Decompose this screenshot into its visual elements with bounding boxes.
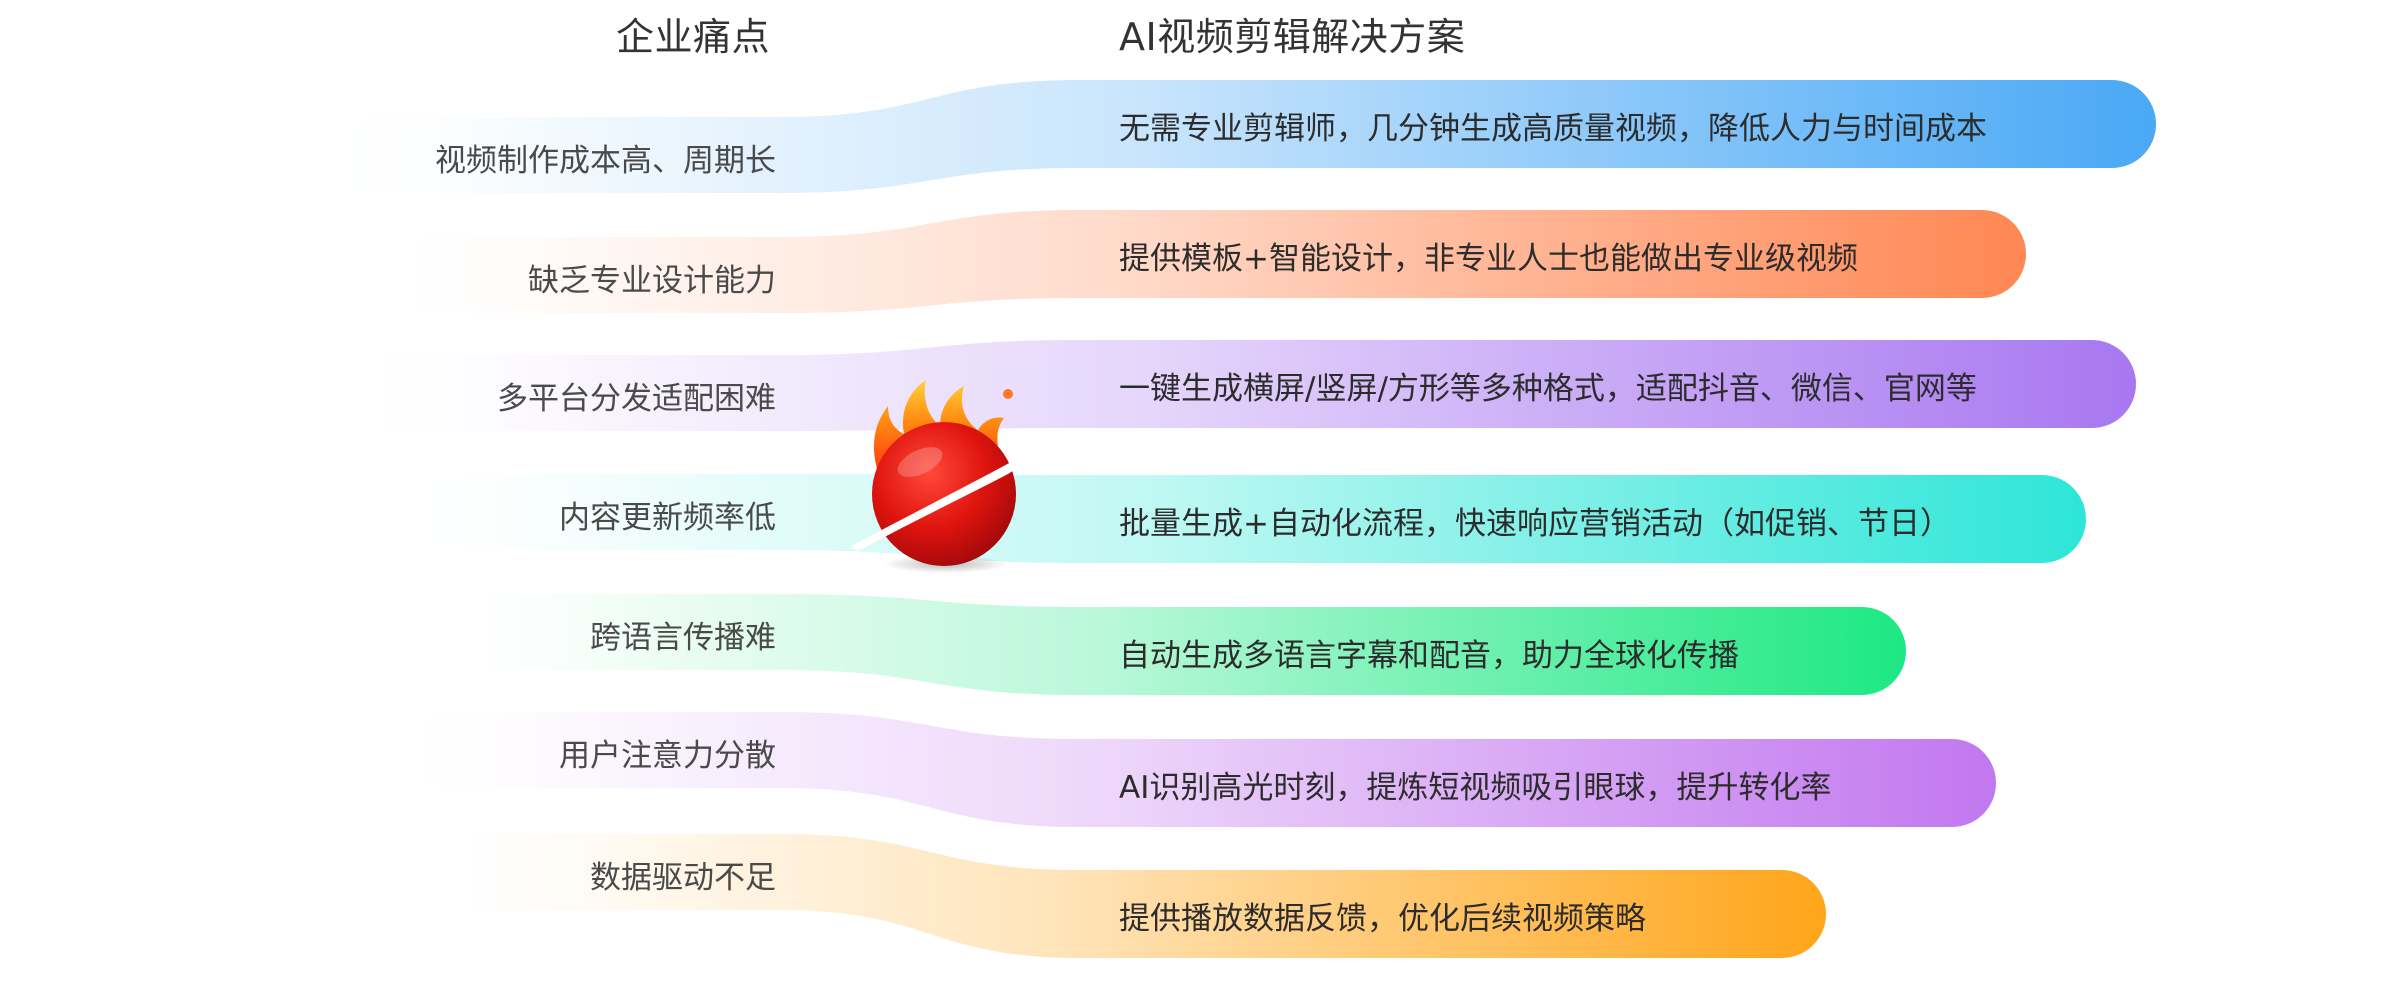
solution-label: 一键生成横屏/竖屏/方形等多种格式，适配抖音、微信、官网等 [1119,371,1977,407]
solution-label: 自动生成多语言字幕和配音，助力全球化传播 [1119,638,1739,674]
row-ribbon-shape [410,474,2086,563]
logo-highlight [897,447,943,477]
pain-point-label: 跨语言传播难 [590,620,776,656]
solution-label: AI识别高光时刻，提炼短视频吸引眼球，提升转化率 [1119,770,1832,806]
solutions-header: AI视频剪辑解决方案 [1119,15,1466,59]
row-2: 缺乏专业设计能力 提供模板+智能设计，非专业人士也能做出专业级视频 [0,190,2399,320]
row-ribbon-shape [325,80,2156,193]
row-ribbon-shape [448,594,1906,695]
pain-point-label: 多平台分发适配困难 [497,381,776,417]
flame-ball-icon [852,380,1026,573]
pain-points-header: 企业痛点 [615,15,770,59]
solution-label: 无需专业剪辑师，几分钟生成高质量视频，降低人力与时间成本 [1119,111,1987,147]
row-ribbon-shape [448,834,1826,958]
row-ribbon [360,340,2136,431]
row-ribbon-shape [392,210,2026,313]
pain-point-label: 内容更新频率低 [559,500,776,536]
row-ribbon-shape [410,712,1996,827]
row-ribbon [410,474,2086,563]
pain-point-label: 视频制作成本高、周期长 [435,143,776,179]
row-5: 跨语言传播难自动生成多语言字幕和配音，助力全球化传播 [0,582,2399,712]
solution-label: 提供模板+智能设计，非专业人士也能做出专业级视频 [1119,241,1858,277]
pain-point-label: 用户注意力分散 [559,738,776,774]
solution-label: 提供播放数据反馈，优化后续视频策略 [1119,901,1646,937]
pain-point-label: 缺乏专业设计能力 [528,263,776,299]
row-6: 用户注意力分散 AI识别高光时刻，提炼短视频吸引眼球，提升转化率 [0,712,2399,842]
row-ribbon [325,80,2156,193]
row-ribbon [448,594,1906,695]
row-ribbon [448,834,1826,958]
logo-ball [872,422,1016,566]
row-1: 视频制作成本高、周期长 无需专业剪辑师，几分钟生成高质量视频，降低人力与时间成本 [0,60,2399,193]
row-3: 多平台分发适配困难 一键生成横屏/竖屏/方形等多种格式，适配抖音、微信、官网等 [0,320,2399,450]
logo-spark [1003,389,1013,399]
logo-swoosh [852,454,1026,550]
solution-label: 批量生成+自动化流程，快速响应营销活动（如促销、节日） [1119,506,1951,542]
row-4: 内容更新频率低 批量生成+自动化流程，快速响应营销活动（如促销、节日） [0,452,2399,582]
row-7: 数据驱动不足提供播放数据反馈，优化后续视频策略 [0,834,2399,968]
row-ribbon [410,712,1996,827]
row-ribbon [392,210,2026,313]
pain-point-label: 数据驱动不足 [590,860,776,896]
row-ribbon-shape [360,340,2136,431]
